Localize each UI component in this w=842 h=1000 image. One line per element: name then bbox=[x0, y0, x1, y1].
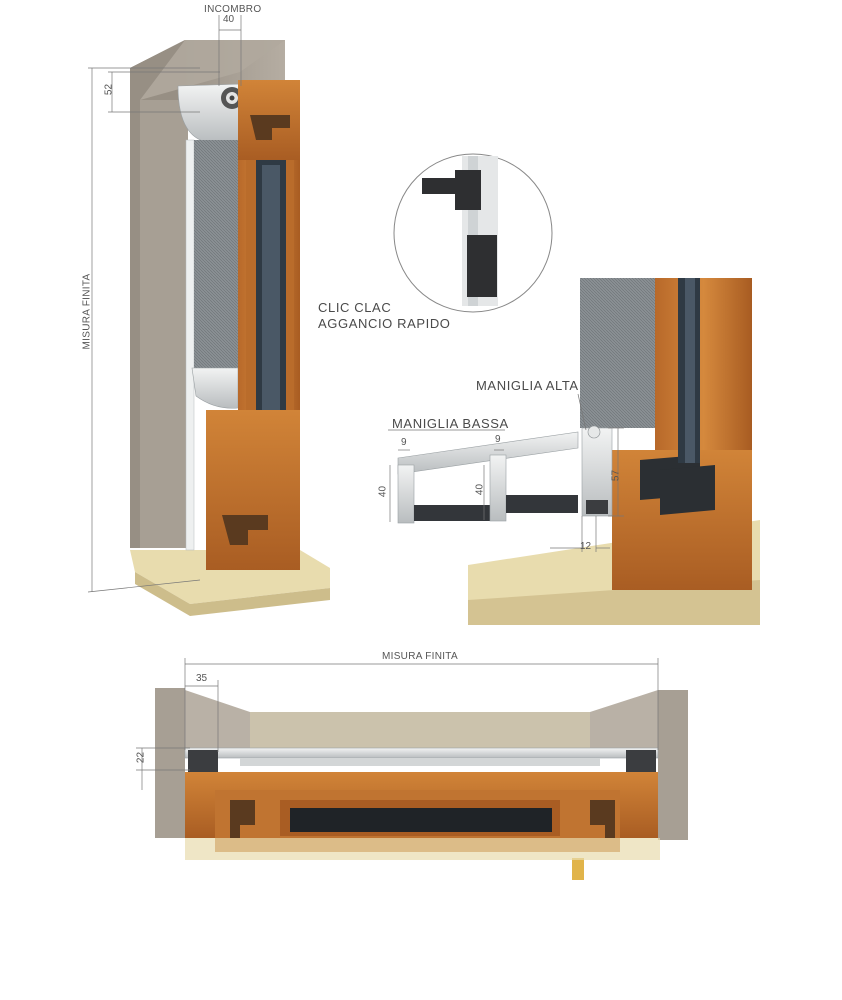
section-side-dimension: 35 bbox=[196, 673, 208, 684]
maniglia-alta-label: MANIGLIA ALTA bbox=[476, 378, 579, 393]
maniglia-bassa-label: MANIGLIA BASSA bbox=[392, 416, 509, 431]
bassa-width-2-dimension: 9 bbox=[495, 434, 501, 445]
incombro-dimension: 40 bbox=[223, 14, 235, 25]
clic-clac-label: CLIC CLAC bbox=[318, 300, 392, 315]
bassa-width-1-dimension: 9 bbox=[401, 437, 407, 448]
vertical-section-drawing bbox=[130, 40, 330, 616]
bottom-rail-dimension-lines bbox=[388, 393, 624, 552]
vertical-misura-finita-label: MISURA FINITA bbox=[81, 273, 93, 350]
horizontal-dimension-lines bbox=[136, 658, 659, 790]
aggancio-rapido-label: AGGANCIO RAPIDO bbox=[318, 316, 451, 331]
horizontal-misura-finita-label: MISURA FINITA bbox=[382, 651, 458, 662]
top-box-height-dimension: 52 bbox=[103, 83, 115, 96]
alta-height-dimension: 57 bbox=[610, 469, 622, 482]
clic-clac-detail bbox=[393, 153, 553, 313]
vertical-dimension-lines bbox=[87, 15, 242, 593]
incombro-label: INCOMBRO bbox=[204, 4, 262, 15]
bottom-rail-detail bbox=[397, 278, 760, 625]
horizontal-section-drawing bbox=[155, 688, 688, 880]
section-height-dimension: 22 bbox=[135, 751, 147, 764]
alta-width-dimension: 12 bbox=[580, 541, 592, 552]
bassa-height-1-dimension: 40 bbox=[377, 485, 389, 498]
bassa-height-2-dimension: 40 bbox=[474, 483, 486, 496]
